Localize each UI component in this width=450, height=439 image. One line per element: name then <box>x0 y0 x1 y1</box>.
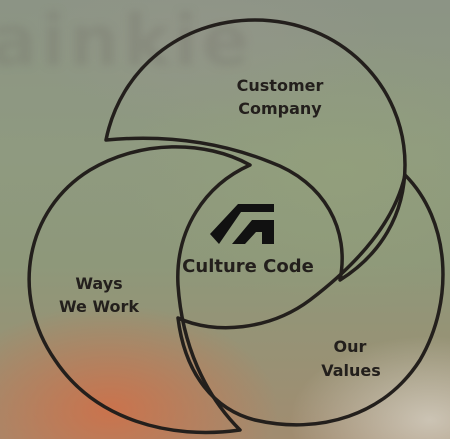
left-label-line2: We Work <box>59 297 139 316</box>
left-segment-outline <box>27 145 252 435</box>
right-label-line1: Our <box>334 337 367 356</box>
top-label-line2: Company <box>238 99 322 118</box>
right-segment-outline <box>176 173 445 427</box>
center-label: Culture Code <box>182 256 314 277</box>
autodesk-logo-icon <box>210 204 274 244</box>
top-label-line1: Customer <box>237 76 324 95</box>
right-label-line2: Values <box>321 361 381 380</box>
left-label-line1: Ways <box>75 274 122 293</box>
top-segment-outline <box>104 18 407 282</box>
background-blur-lettering: ainkie <box>0 0 254 82</box>
